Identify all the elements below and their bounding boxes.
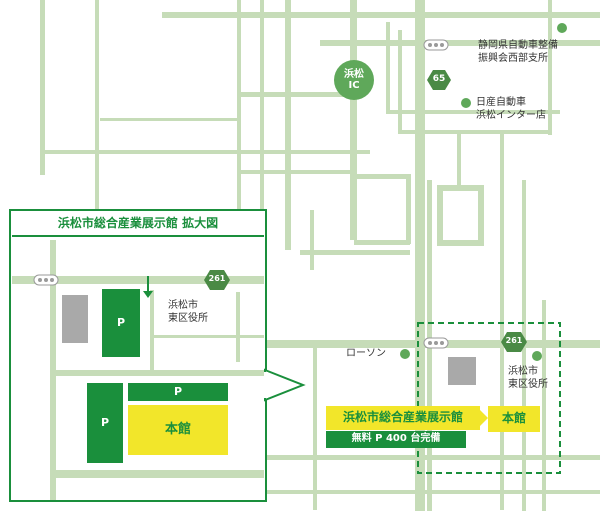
road xyxy=(457,130,461,190)
poi-nissan-label: 日産自動車 浜松インター店 xyxy=(476,97,546,122)
poi-nissan-line2: 浜松インター店 xyxy=(476,109,546,121)
road xyxy=(500,130,504,510)
road xyxy=(542,300,546,511)
road xyxy=(437,240,484,246)
poi-lawson-label: ローソン xyxy=(346,348,386,359)
road xyxy=(237,0,241,210)
road xyxy=(310,210,314,270)
route-261-icon xyxy=(204,270,230,290)
poi-dot-icon xyxy=(532,351,542,361)
road xyxy=(56,470,264,478)
road xyxy=(40,150,370,154)
road xyxy=(356,174,411,179)
road xyxy=(95,0,99,215)
road xyxy=(406,174,411,244)
road-network xyxy=(40,0,600,511)
road xyxy=(386,110,560,114)
road xyxy=(162,12,600,18)
inset-parking-c-label: P xyxy=(173,385,183,398)
inset-parking-b xyxy=(87,383,123,463)
venue-building xyxy=(448,357,476,385)
road xyxy=(154,335,264,338)
inset-ward-label: 浜松市 東区役所 xyxy=(168,300,208,325)
inset-ward-line1: 浜松市 xyxy=(168,300,198,311)
inset-building xyxy=(62,295,88,343)
inset-title: 浜松市総合産業展示館 拡大図 xyxy=(57,216,219,230)
road xyxy=(50,240,56,500)
inset-parking-a xyxy=(102,289,140,357)
road xyxy=(260,0,264,320)
main-hall-label-bg xyxy=(488,406,540,432)
parking-info-label: 無料 P 400 台完備 xyxy=(351,433,441,444)
venue-connector-icon xyxy=(480,410,488,426)
poi-shizuoka-label: 静岡県自動車整備 振興会西部支所 xyxy=(478,40,558,65)
road xyxy=(313,340,317,510)
road xyxy=(320,40,600,46)
road xyxy=(237,170,352,174)
poi-ward-label: 浜松市 東区役所 xyxy=(508,366,548,391)
venue-highlight-area xyxy=(417,322,561,474)
poi-shizuoka-line2: 振興会西部支所 xyxy=(478,52,548,64)
inset-parking-b-label: P xyxy=(100,416,110,429)
inset-main-hall xyxy=(128,405,228,455)
junction-icon xyxy=(423,39,449,51)
road xyxy=(398,130,552,134)
inset-ward-line2: 東区役所 xyxy=(168,312,208,324)
ic-label: 浜松 IC xyxy=(336,69,372,91)
inset-main-hall-label: 本館 xyxy=(164,422,191,437)
poi-ward-line2: 東区役所 xyxy=(508,378,548,390)
road xyxy=(398,30,402,130)
road xyxy=(237,92,352,97)
ic-label-line1: 浜松 xyxy=(344,69,364,80)
arrow-down-icon xyxy=(143,276,153,298)
parking-info-bg xyxy=(326,431,466,448)
venue-name-bg xyxy=(326,406,480,430)
road xyxy=(40,0,45,175)
road xyxy=(150,290,154,370)
route-261-icon xyxy=(501,332,527,352)
map-main-hall-label: 本館 xyxy=(501,411,526,425)
junction-icon xyxy=(423,337,449,349)
inset-parking-c xyxy=(128,383,228,401)
road xyxy=(478,185,484,245)
route-65-label: 65 xyxy=(432,74,446,84)
ic-label-line2: IC xyxy=(348,80,360,91)
poi-ward-line1: 浜松市 xyxy=(508,366,538,377)
road xyxy=(100,118,240,121)
road xyxy=(500,340,504,360)
road xyxy=(437,185,443,245)
inset-roads xyxy=(12,240,264,500)
poi-dot-icon xyxy=(461,98,471,108)
road xyxy=(548,0,552,135)
inset-parking-a-label: P xyxy=(116,316,126,329)
road xyxy=(56,370,264,376)
road xyxy=(285,0,291,250)
ic-marker-icon xyxy=(334,60,374,100)
road xyxy=(250,455,600,460)
road xyxy=(350,0,357,240)
road xyxy=(236,292,240,362)
route-261-label: 261 xyxy=(505,336,523,345)
poi-shizuoka-line1: 静岡県自動車整備 xyxy=(478,40,558,51)
junction-icon xyxy=(33,274,59,286)
poi-dot-icon xyxy=(400,349,410,359)
main-highway xyxy=(415,0,425,511)
road xyxy=(200,490,600,494)
inset-route-label: 261 xyxy=(208,274,226,283)
poi-dot-icon xyxy=(557,23,567,33)
road xyxy=(12,276,264,284)
road xyxy=(300,250,410,255)
road xyxy=(386,22,390,114)
route-65-icon xyxy=(427,70,451,90)
poi-nissan-line1: 日産自動車 xyxy=(476,97,526,108)
venue-name-label: 浜松市総合産業展示館 xyxy=(342,410,463,424)
road xyxy=(354,240,410,245)
